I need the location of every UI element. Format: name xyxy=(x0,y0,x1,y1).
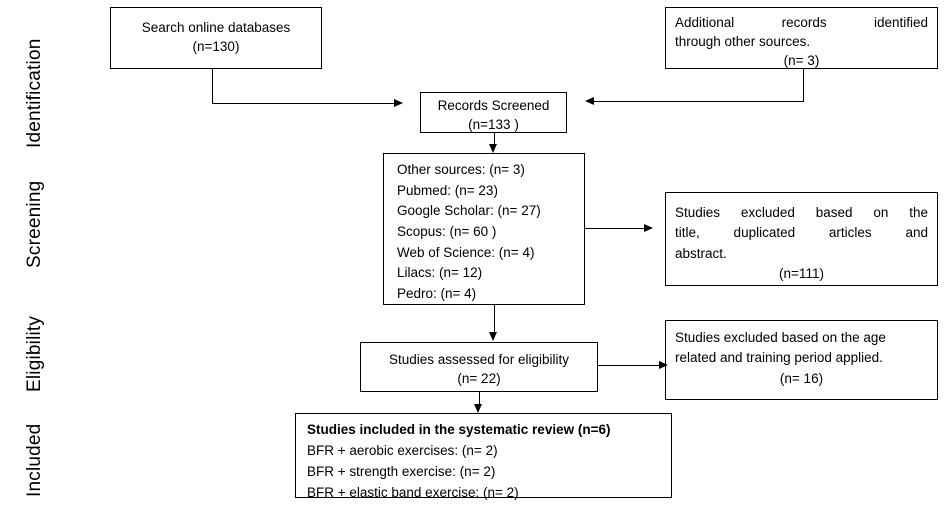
connector-screened-to-sources-arrowhead xyxy=(489,144,497,153)
excluded-title-line1: Studies excluded based on the xyxy=(675,205,928,220)
assessed-eligibility-line2: (n= 22) xyxy=(457,371,501,387)
excluded-age-line1: Studies excluded based on the age xyxy=(675,330,886,345)
additional-records-line3: (n= 3) xyxy=(783,53,820,69)
box-included-studies: Studies included in the systematic revie… xyxy=(295,413,672,500)
connector-eligibility-to-excluded-horizontal xyxy=(598,365,660,366)
connector-sources-to-eligibility-vertical xyxy=(494,305,495,333)
excluded-title-line3: abstract. xyxy=(675,245,727,261)
records-screened-line1: Records Screened xyxy=(437,98,550,113)
connector-screened-to-sources-vertical xyxy=(494,133,495,145)
additional-records-line1: Additional records identified xyxy=(675,15,928,30)
box-sources-breakdown: Other sources: (n= 3) Pubmed: (n= 23) Go… xyxy=(383,153,585,305)
source-item: Google Scholar: (n= 27) xyxy=(397,203,541,219)
stage-label-screening: Screening xyxy=(24,180,45,268)
source-item: Scopus: (n= 60 ) xyxy=(397,223,497,239)
records-screened-line2: (n=133 ) xyxy=(468,117,519,133)
included-study-item: BFR + elastic band exercise: (n= 2) xyxy=(307,484,519,500)
additional-records-line2: through other sources. xyxy=(675,34,811,50)
stage-label-included: Included xyxy=(24,423,45,497)
box-excluded-title-abstract: Studies excluded based on the title, dup… xyxy=(665,192,938,286)
connector-additional-to-screened-horizontal xyxy=(594,101,804,102)
connector-eligibility-to-included-arrowhead xyxy=(474,404,482,413)
search-databases-line1: Search online databases xyxy=(141,20,291,35)
excluded-title-line2: title, duplicated articles and xyxy=(675,225,928,241)
excluded-age-line2: related and training period applied. xyxy=(675,350,883,366)
connector-eligibility-to-excluded-arrowhead xyxy=(659,361,668,369)
source-item: Lilacs: (n= 12) xyxy=(397,265,483,281)
included-studies-heading: Studies included in the systematic revie… xyxy=(307,422,611,437)
connector-sources-to-excluded-horizontal xyxy=(585,228,644,229)
connector-eligibility-to-included-vertical xyxy=(479,392,480,406)
connector-sources-to-eligibility-arrowhead xyxy=(489,332,497,341)
box-records-screened: Records Screened (n=133 ) xyxy=(420,92,567,133)
assessed-eligibility-line1: Studies assessed for eligibility xyxy=(388,352,570,367)
box-excluded-age-training: Studies excluded based on the age relate… xyxy=(665,320,938,400)
source-item: Pedro: (n= 4) xyxy=(397,285,477,301)
connector-search-to-screened-arrowhead xyxy=(394,99,403,107)
included-study-item: BFR + aerobic exercises: (n= 2) xyxy=(307,442,498,458)
connector-search-to-screened-horizontal xyxy=(212,103,394,104)
excluded-age-line3: (n= 16) xyxy=(779,370,824,386)
stage-label-identification: Identification xyxy=(24,38,45,148)
box-search-databases: Search online databases (n=130) xyxy=(110,7,322,69)
source-item: Pubmed: (n= 23) xyxy=(397,182,498,198)
connector-search-to-screened-vertical xyxy=(212,69,213,104)
source-item: Other sources: (n= 3) xyxy=(397,162,525,177)
search-databases-line2: (n=130) xyxy=(192,39,240,55)
box-additional-records: Additional records identified through ot… xyxy=(665,7,938,69)
connector-additional-to-screened-arrowhead xyxy=(585,97,594,105)
connector-sources-to-excluded-arrowhead xyxy=(644,224,653,232)
box-assessed-eligibility: Studies assessed for eligibility (n= 22) xyxy=(360,342,598,392)
included-study-item: BFR + strength exercise: (n= 2) xyxy=(307,463,496,479)
stage-label-eligibility: Eligibility xyxy=(24,315,45,392)
source-item: Web of Science: (n= 4) xyxy=(397,244,535,260)
connector-additional-to-screened-vertical xyxy=(803,69,804,102)
excluded-title-line4: (n=111) xyxy=(779,265,824,281)
